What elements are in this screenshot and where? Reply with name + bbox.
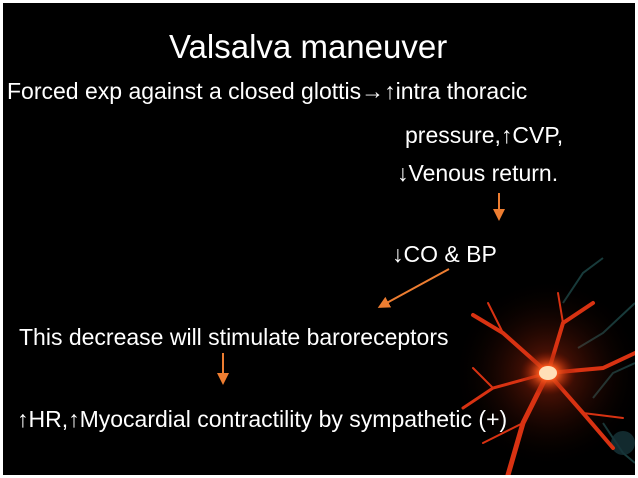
text-line-sympathetic: ↑HR,↑Myocardial contractility by sympath… [17, 406, 508, 432]
text-line-pressure-cvp: pressure,↑CVP, [405, 122, 564, 148]
text-line-venous-return: ↓Venous return. [397, 160, 559, 186]
neuron-image [453, 257, 635, 475]
text-line-forced-expiration: Forced exp against a closed glottis→↑int… [7, 78, 528, 104]
diagonal-arrow [377, 268, 450, 308]
slide-title: Valsalva maneuver [169, 28, 448, 65]
flow-arrows [217, 193, 505, 385]
text-line-co-bp: ↓CO & BP [392, 241, 497, 267]
text-line-baroreceptors: This decrease will stimulate barorecepto… [19, 324, 449, 350]
slide: Valsalva maneuver Forced exp against a c… [3, 3, 635, 475]
